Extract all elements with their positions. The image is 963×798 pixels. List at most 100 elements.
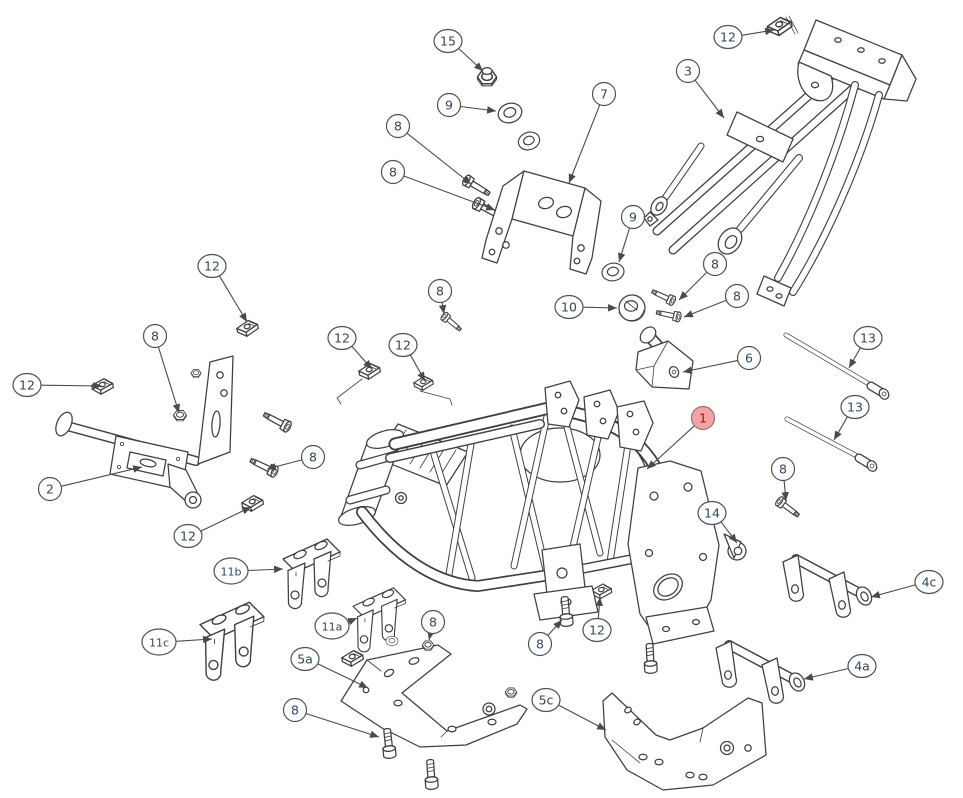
callout-15-0[interactable]: 15 — [433, 28, 484, 72]
callout-10-10[interactable]: 10 — [554, 294, 618, 320]
callout-circle[interactable] — [914, 569, 944, 595]
callout-12-20[interactable]: 12 — [327, 325, 373, 370]
callout-circle[interactable] — [436, 92, 462, 118]
callout-circle[interactable] — [736, 345, 762, 371]
callout-11a-29[interactable]: 11a — [314, 612, 358, 640]
callout-14-24[interactable]: 14 — [697, 500, 738, 544]
callout-circle[interactable] — [531, 687, 561, 713]
callout-8-2[interactable]: 8 — [385, 113, 472, 185]
callout-12-16[interactable]: 12 — [12, 372, 103, 398]
callout-circle[interactable] — [840, 394, 870, 420]
callout-number: 15 — [440, 33, 456, 48]
callout-circle[interactable] — [702, 251, 728, 277]
callout-6-11[interactable]: 6 — [682, 345, 762, 374]
leader-line — [305, 712, 380, 738]
leader-line — [460, 105, 497, 114]
callout-circle[interactable] — [142, 323, 168, 349]
callout-12-21[interactable]: 12 — [388, 332, 426, 382]
callout-12-5[interactable]: 12 — [713, 24, 775, 50]
callout-12-14[interactable]: 12 — [197, 253, 248, 323]
callout-number: 8 — [291, 702, 299, 717]
callout-circle[interactable] — [380, 159, 406, 185]
callout-9-1[interactable]: 9 — [436, 92, 497, 118]
callout-circle[interactable] — [713, 24, 743, 50]
callout-circle[interactable] — [282, 697, 308, 723]
callout-circle[interactable] — [853, 325, 883, 351]
callout-4c-26[interactable]: 4c — [870, 569, 944, 599]
callout-circle[interactable] — [12, 372, 42, 398]
callout-7-4[interactable]: 7 — [568, 81, 617, 184]
callout-8-8[interactable]: 8 — [678, 251, 728, 301]
callout-11b-28[interactable]: 11b — [213, 557, 284, 585]
callout-circle[interactable] — [527, 631, 553, 657]
callout-8-34[interactable]: 8 — [527, 619, 563, 657]
part-tab — [723, 533, 747, 561]
callout-circle[interactable] — [420, 609, 446, 635]
part-bracket-11c — [199, 601, 265, 681]
callout-circle[interactable] — [697, 500, 727, 526]
callout-8-18[interactable]: 8 — [266, 444, 326, 471]
leader-line — [568, 104, 601, 184]
callout-8-9[interactable]: 8 — [683, 283, 750, 318]
callout-circle[interactable] — [770, 456, 796, 482]
callout-8-3[interactable]: 8 — [380, 159, 496, 211]
callout-number: 8 — [151, 328, 159, 343]
callout-number: 6 — [745, 350, 753, 365]
callout-8-25[interactable]: 8 — [770, 456, 796, 502]
callout-circle[interactable] — [213, 557, 249, 585]
callout-circle[interactable] — [433, 28, 463, 54]
callout-number: 12 — [204, 258, 220, 273]
leader-line — [741, 27, 775, 36]
callout-number: 11c — [149, 636, 169, 649]
callout-1-23[interactable]: 1 — [646, 405, 716, 470]
callout-8-15[interactable]: 8 — [142, 323, 180, 414]
callout-number: 12 — [334, 330, 350, 345]
callout-circle[interactable] — [554, 294, 584, 320]
callout-circle[interactable] — [197, 253, 227, 279]
callout-circle[interactable] — [847, 653, 877, 679]
callout-8-33[interactable]: 8 — [420, 609, 446, 641]
callout-13-13[interactable]: 13 — [833, 394, 870, 441]
callout-circle[interactable] — [675, 58, 701, 84]
callout-number: 2 — [46, 481, 54, 496]
callout-circle-highlighted[interactable] — [690, 405, 716, 431]
callout-circle[interactable] — [385, 113, 411, 139]
callout-number: 12 — [180, 528, 196, 543]
callout-4a-27[interactable]: 4a — [803, 653, 877, 681]
part-clip-nuts — [90, 317, 613, 669]
leader-line — [347, 617, 358, 626]
callout-circle[interactable] — [582, 617, 612, 643]
callout-5a-31[interactable]: 5a — [290, 646, 369, 689]
callout-circle[interactable] — [388, 332, 418, 358]
callout-number: 14 — [704, 505, 720, 520]
callout-circle[interactable] — [314, 612, 350, 640]
callout-3-6[interactable]: 3 — [675, 58, 725, 119]
callout-number: 8 — [536, 636, 544, 651]
callout-circle[interactable] — [300, 444, 326, 470]
callout-circle[interactable] — [724, 283, 750, 309]
callout-circle[interactable] — [620, 204, 646, 230]
callout-11c-30[interactable]: 11c — [141, 628, 213, 656]
callout-13-12[interactable]: 13 — [848, 325, 883, 369]
callout-circle[interactable] — [173, 523, 203, 549]
part-knuckle — [635, 326, 694, 390]
callout-12-19[interactable]: 12 — [173, 506, 252, 549]
callout-12-35[interactable]: 12 — [582, 596, 612, 643]
callout-circle[interactable] — [427, 278, 453, 304]
parts-layer — [55, 14, 917, 791]
leader-line — [870, 584, 916, 599]
callout-number: 8 — [436, 283, 444, 298]
callout-circle[interactable] — [290, 646, 320, 672]
callout-circle[interactable] — [591, 81, 617, 107]
callout-circle[interactable] — [141, 628, 177, 656]
callout-number: 11a — [322, 620, 343, 633]
callout-9-7[interactable]: 9 — [618, 204, 646, 263]
callout-2-17[interactable]: 2 — [37, 465, 143, 502]
leader-line — [317, 663, 369, 689]
callout-5c-36[interactable]: 5c — [531, 687, 607, 731]
callout-8-22[interactable]: 8 — [427, 278, 453, 315]
callout-8-32[interactable]: 8 — [282, 697, 380, 738]
callout-circle[interactable] — [327, 325, 357, 351]
callout-circle[interactable] — [37, 476, 63, 502]
